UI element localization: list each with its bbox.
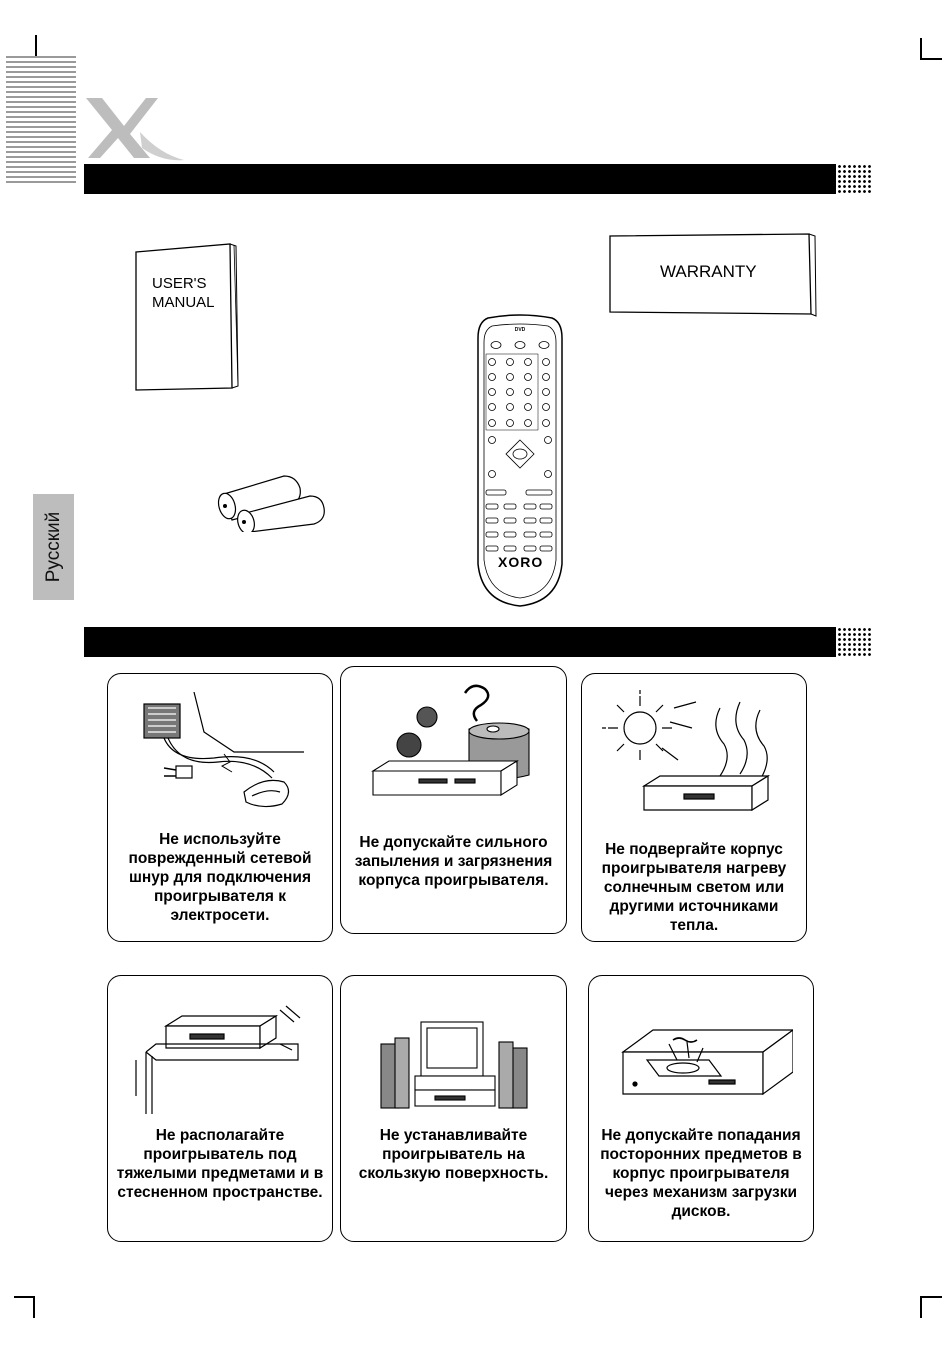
warning-card-foreign-objects: Не допускайте попадания посторонних пред…: [588, 975, 814, 1242]
users-manual-booklet: USER'S MANUAL: [130, 240, 242, 392]
disc-tray-illustration: [621, 1029, 793, 1096]
home-theater-illustration: [380, 1021, 528, 1109]
header-stripes: [6, 56, 76, 186]
warning-text-foreign-objects: Не допускайте попадания посторонних пред…: [600, 1127, 802, 1220]
confined-space-illustration: [135, 1005, 301, 1114]
language-side-tab: Русский: [33, 494, 74, 600]
section-bar-accessories: [84, 164, 836, 194]
warning-card-slippery: Не устанавливайте проигрыватель на сколь…: [340, 975, 567, 1242]
crop-mark-bottom-right: [920, 1296, 922, 1318]
warning-card-dust: Не допускайте сильного запыления и загря…: [340, 666, 567, 934]
crop-mark-top-right-h: [920, 58, 942, 60]
sun-heat-illustration: [602, 690, 771, 812]
warning-text-damaged-cord: Не используйте поврежденный сетевой шнур…: [128, 831, 312, 924]
warning-card-heat: Не подвергайте корпус проигрывателя нагр…: [581, 673, 807, 942]
section-bar-dots-2: [832, 627, 872, 657]
section-bar-precautions: [84, 627, 836, 657]
remote-control: DVD XORO: [474, 314, 566, 610]
crop-mark-bottom-left-h: [14, 1296, 35, 1298]
batteries-icon: [217, 475, 325, 532]
svg-text:DVD: DVD: [515, 327, 526, 333]
dust-illustration: [371, 684, 530, 796]
section-bar-dots: [832, 164, 872, 194]
xoro-x-logo: [86, 98, 184, 161]
warning-card-confined: Не располагайте проигрыватель под тяжелы…: [107, 975, 333, 1242]
warranty-card: WARRANTY: [607, 232, 819, 318]
warning-text-heat: Не подвергайте корпус проигрывателя нагр…: [601, 841, 787, 934]
manual-label: USER'S MANUAL: [152, 275, 215, 311]
crop-mark-top-right: [920, 38, 922, 60]
warning-text-slippery: Не устанавливайте проигрыватель на сколь…: [358, 1127, 549, 1182]
warning-text-confined: Не располагайте проигрыватель под тяжелы…: [116, 1127, 324, 1201]
language-side-tab-label: Русский: [42, 511, 64, 583]
warranty-label: WARRANTY: [660, 262, 757, 281]
warning-text-dust: Не допускайте сильного запыления и загря…: [354, 834, 553, 889]
crop-mark-top-left: [35, 35, 37, 57]
crop-mark-bottom-right-h: [920, 1296, 942, 1298]
remote-brand-logo: XORO: [498, 554, 544, 570]
damaged-cord-illustration: [143, 692, 304, 808]
crop-mark-bottom-left: [33, 1296, 35, 1318]
warning-card-damaged-cord: Не используйте поврежденный сетевой шнур…: [107, 673, 333, 942]
